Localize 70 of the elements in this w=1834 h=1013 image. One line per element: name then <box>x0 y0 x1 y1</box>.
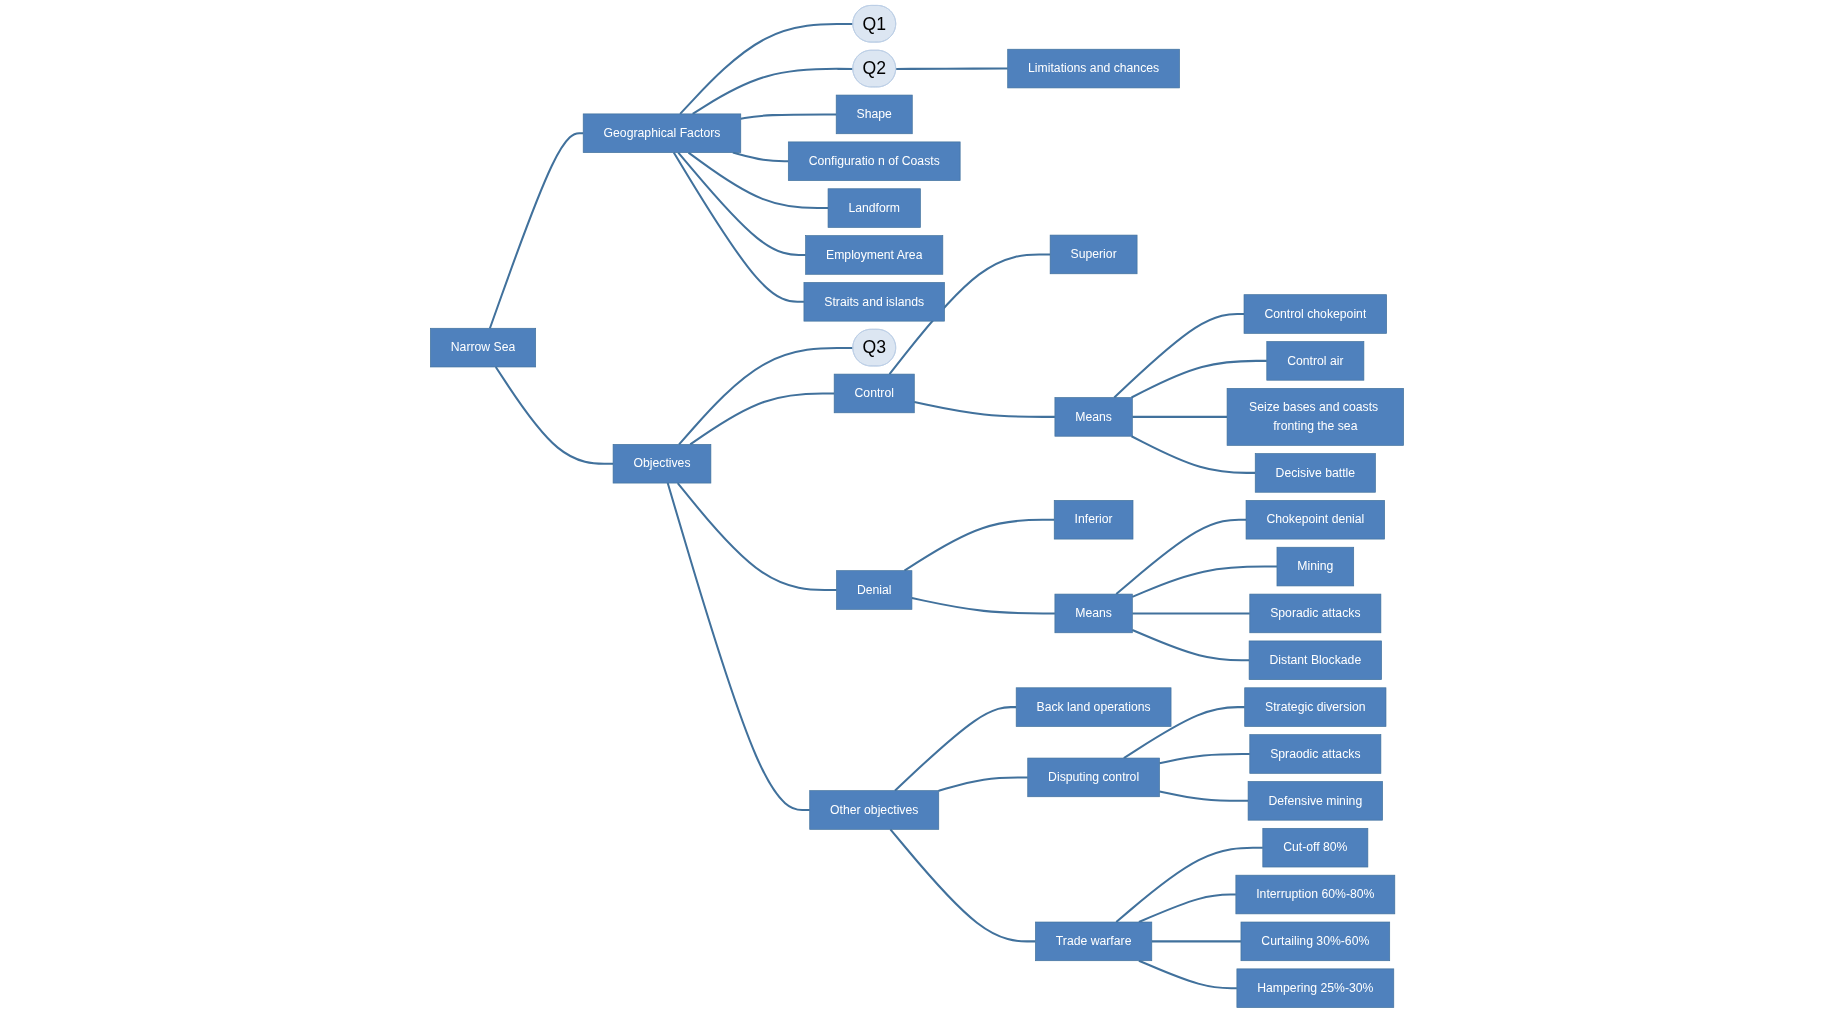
node-box: Control air <box>1266 341 1365 381</box>
connector <box>1115 846 1263 923</box>
connector <box>679 23 854 115</box>
connector <box>1132 415 1228 418</box>
node-box: Trade warfare <box>1035 921 1153 962</box>
node-box: Denial <box>836 570 913 610</box>
connector <box>677 151 806 256</box>
connector <box>488 132 584 329</box>
node-box: Landform <box>827 188 921 228</box>
node-box: Straits and islands <box>803 282 945 322</box>
node-box: Distant Blockade <box>1248 640 1382 680</box>
node-box: Means <box>1054 397 1133 437</box>
node-box: Strategic diversion <box>1244 687 1387 727</box>
node-box: Limitations and chances <box>1007 48 1180 89</box>
connector <box>1113 313 1244 399</box>
node-box: Seize bases and coasts fronting the sea <box>1226 388 1404 446</box>
node-box: Decisive battle <box>1254 453 1376 493</box>
node-box: Other objectives <box>809 790 940 830</box>
node-box: Superior <box>1049 234 1138 275</box>
node-box: Inferior <box>1053 500 1134 540</box>
node-box: Defensive mining <box>1247 781 1383 821</box>
connector <box>1123 706 1245 759</box>
connector <box>494 366 614 465</box>
connector <box>678 346 854 446</box>
connector <box>911 597 1055 615</box>
node-box: Chokepoint denial <box>1245 500 1385 540</box>
connector <box>676 482 837 592</box>
connector <box>894 706 1017 792</box>
node-box: Curtailing 30%-60% <box>1240 921 1391 962</box>
node-box: Sporadic attacks <box>1249 593 1382 634</box>
connector <box>1115 518 1247 595</box>
connector <box>1131 435 1256 474</box>
connector <box>889 828 1036 943</box>
connector <box>1131 565 1277 598</box>
connector <box>1151 940 1241 943</box>
node-box: Back land operations <box>1015 687 1172 727</box>
connector <box>666 482 810 811</box>
connector <box>1131 629 1250 662</box>
node-box: Objectives <box>612 444 712 484</box>
node-box: Interruption 60%-80% <box>1235 874 1396 915</box>
connector <box>914 401 1055 418</box>
node-box: Narrow Sea <box>430 327 536 368</box>
node-box: Mining <box>1276 546 1355 587</box>
node-box: Cut-off 80% <box>1262 828 1369 868</box>
node-box: Spraodic attacks <box>1249 734 1382 774</box>
connector <box>1138 893 1236 923</box>
connector <box>938 776 1028 792</box>
connector <box>1132 612 1250 615</box>
node-box: Configuratio n of Coasts <box>787 141 961 181</box>
connector <box>896 67 1008 70</box>
connector <box>687 151 829 210</box>
node-box: Employment Area <box>805 235 944 275</box>
node-box: Disputing control <box>1027 757 1160 798</box>
connector <box>692 67 854 115</box>
node-box: Shape <box>835 94 913 135</box>
node-box: Hampering 25%-30% <box>1236 968 1395 1008</box>
connector <box>732 151 789 163</box>
connector <box>689 392 835 446</box>
connector <box>1138 959 1237 990</box>
connector <box>903 518 1055 572</box>
node-box: Geographical Factors <box>582 113 742 153</box>
connector <box>740 113 837 120</box>
node-box: Control <box>833 373 915 414</box>
node-box: Means <box>1054 593 1133 634</box>
connector <box>1131 359 1267 399</box>
connector <box>888 253 1051 375</box>
connector <box>1159 790 1249 802</box>
node-box: Control chokepoint <box>1243 294 1387 334</box>
connector <box>1159 752 1250 765</box>
connector <box>672 152 804 303</box>
